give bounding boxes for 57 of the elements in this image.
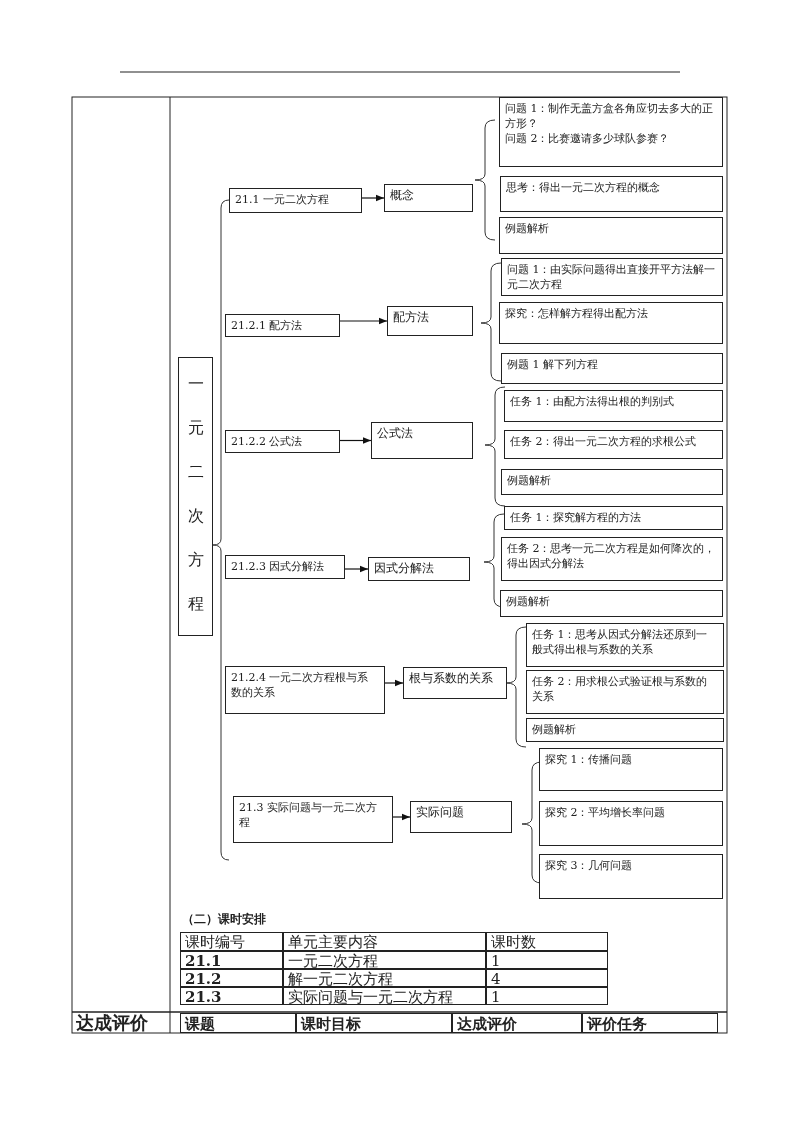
table-cell: 21.3 xyxy=(180,987,283,1005)
section-box: 21.1 一元二次方程 xyxy=(229,188,362,213)
header-cell: 课时编号 xyxy=(180,932,283,951)
header-cell: 评价任务 xyxy=(582,1013,718,1033)
table-cell: 实际问题与一元二次方程 xyxy=(283,987,486,1005)
section-box: 21.2.2 公式法 xyxy=(225,430,340,453)
row-heading: 达成评价 xyxy=(75,1012,149,1033)
table-cell: 21.2 xyxy=(180,969,283,987)
question-box xyxy=(499,97,723,167)
table-cell: 1 xyxy=(486,951,608,969)
arrow xyxy=(339,437,372,444)
task-box: 任务 1：探究解方程的方法 xyxy=(504,506,723,530)
table-cell: 解一元二次方程 xyxy=(283,969,486,987)
table-cell: 4 xyxy=(486,969,608,987)
arrow xyxy=(384,679,404,687)
concept-box: 实际问题 xyxy=(410,801,512,833)
task-box: 任务 1：由配方法得出根的判别式 xyxy=(504,390,723,422)
task-box: 任务 1：思考从因式分解法还原到一般式得出根与系数的关系 xyxy=(526,623,724,667)
example-box: 例题解析 xyxy=(501,469,723,495)
section-box: 21.2.4 一元二次方程根与系数的关系 xyxy=(225,666,385,714)
task-box: 探究 1：传播问题 xyxy=(539,748,723,791)
arrow xyxy=(344,565,369,573)
header-cell: 达成评价 xyxy=(452,1013,582,1033)
task-box: 探究 2：平均增长率问题 xyxy=(539,801,723,846)
question-text: 问题 1：制作无盖方盒各角应切去多大的正方形？ xyxy=(505,101,715,131)
arrow xyxy=(339,317,388,325)
section-box: 21.3 实际问题与一元二次方程 xyxy=(233,796,393,843)
task-box: 思考：得出一元二次方程的概念 xyxy=(500,176,723,212)
arrow xyxy=(392,813,411,821)
task-box: 探究：怎样解方程得出配方法 xyxy=(499,302,723,344)
concept-box: 配方法 xyxy=(387,306,473,336)
concept-box: 因式分解法 xyxy=(368,557,470,581)
concept-box: 公式法 xyxy=(371,422,473,459)
task-box: 任务 2：用求根公式验证根与系数的关系 xyxy=(526,670,724,714)
example-box: 例题解析 xyxy=(500,590,723,617)
topic-box: 一元二次方程 xyxy=(178,357,213,636)
section-box: 21.2.1 配方法 xyxy=(225,314,340,337)
example-box: 例题解析 xyxy=(526,718,724,742)
section-heading: （二）课时安排 xyxy=(181,911,267,928)
table-cell: 21.1 xyxy=(180,951,283,969)
task-box: 任务 2：得出一元二次方程的求根公式 xyxy=(504,430,723,459)
question-box: 问题 1：由实际问题得出直接开平方法解一元二次方程 xyxy=(501,258,723,296)
header-cell: 单元主要内容 xyxy=(283,932,486,951)
task-box: 任务 2：思考一元二次方程是如何降次的，得出因式分解法 xyxy=(501,537,723,581)
question-text: 问题 2：比赛邀请多少球队参赛？ xyxy=(505,131,671,146)
concept-box: 概念 xyxy=(384,184,473,212)
example-box: 例题 1 解下列方程 xyxy=(501,353,723,384)
concept-box: 根与系数的关系 xyxy=(403,667,507,699)
table-cell: 一元二次方程 xyxy=(283,951,486,969)
example-box: 例题解析 xyxy=(499,217,723,254)
table-cell: 1 xyxy=(486,987,608,1005)
arrow xyxy=(361,194,385,202)
task-box: 探究 3：几何问题 xyxy=(539,854,723,899)
header-cell: 课题 xyxy=(180,1013,296,1033)
section-box: 21.2.3 因式分解法 xyxy=(225,555,345,579)
header-cell: 课时目标 xyxy=(296,1013,452,1033)
header-cell: 课时数 xyxy=(486,932,608,951)
